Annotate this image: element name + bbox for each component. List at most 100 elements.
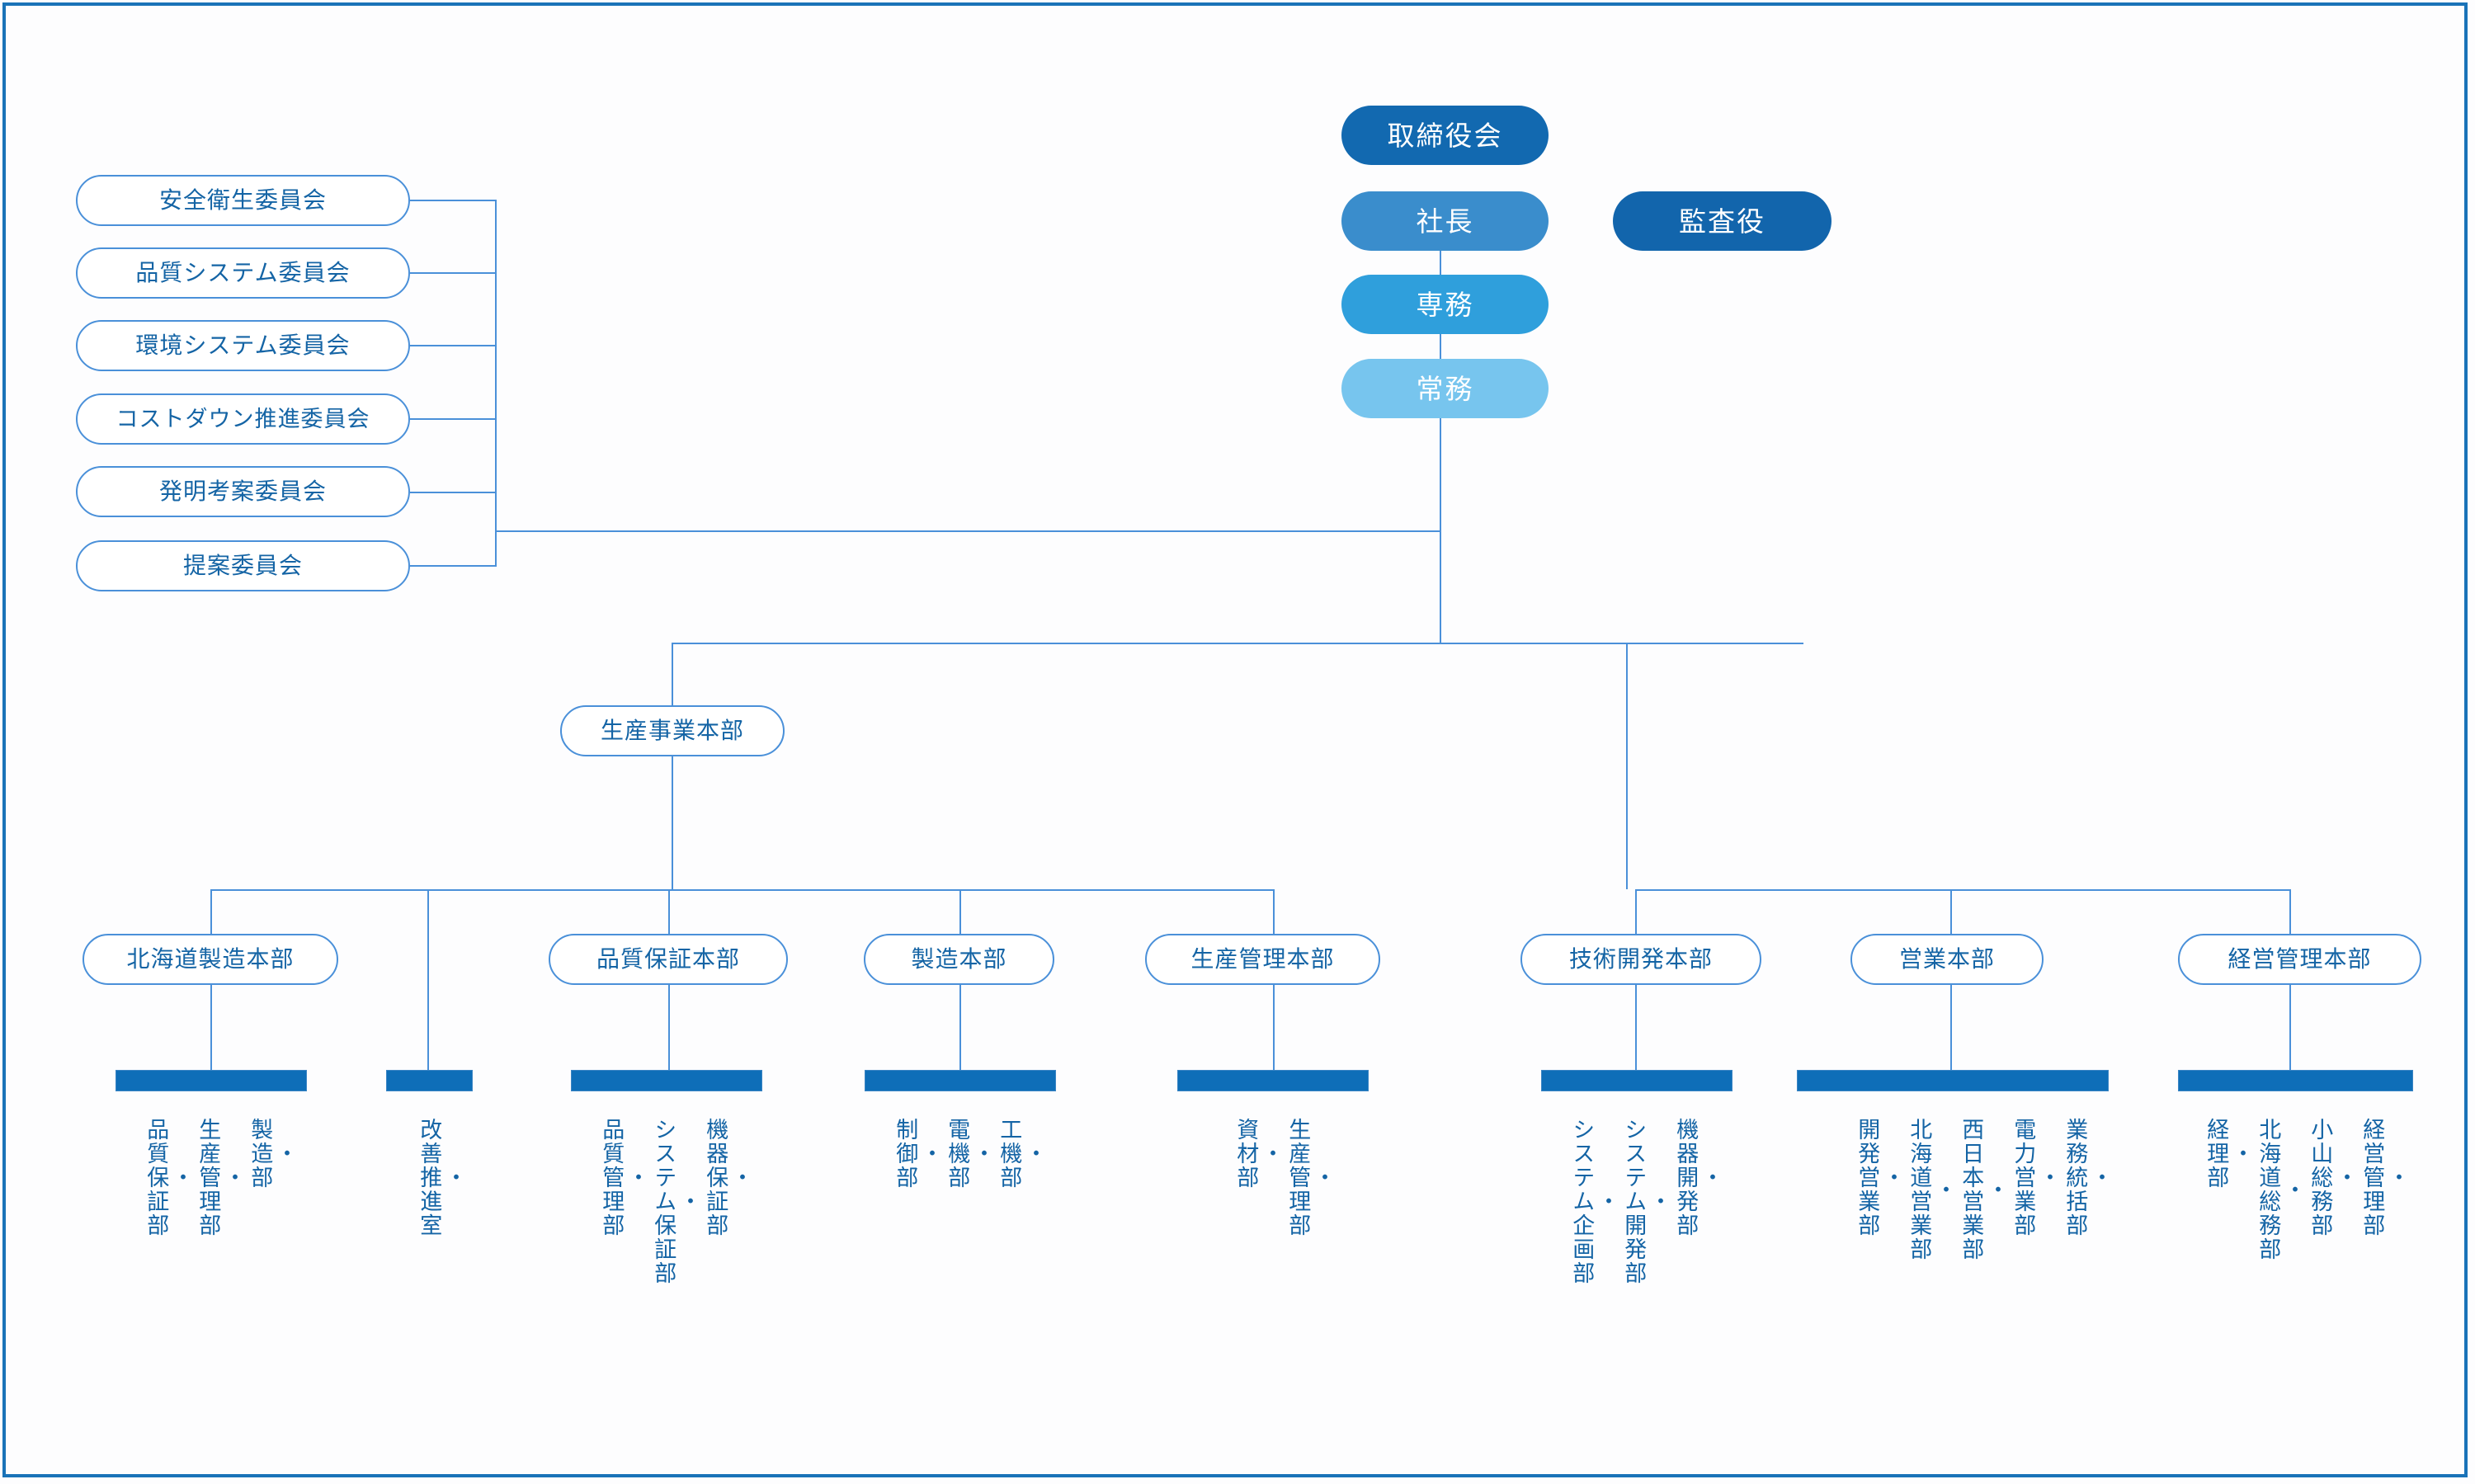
bullet-icon: ・ (2228, 1142, 2254, 1166)
dept-label-hokkaido-3[interactable]: ・品質保証部 (144, 1118, 193, 1237)
dept-text: 経営管理部 (2360, 1118, 2385, 1237)
dept-label-hokkaido-1[interactable]: ・製造部 (248, 1118, 297, 1190)
committee-box-suggestion[interactable]: 提案委員会 (76, 540, 410, 591)
connector-production-control-hq-down (1273, 985, 1275, 1070)
dept-text: 電機部 (945, 1118, 970, 1190)
node-board-of-directors-label: 取締役会 (1387, 120, 1503, 151)
bullet-icon: ・ (220, 1166, 246, 1190)
connector-bus-to-improvement-office (427, 889, 429, 1070)
bullet-icon: ・ (2280, 1177, 2306, 1202)
dept-label-manufacturing-3[interactable]: ・制御部 (893, 1118, 942, 1190)
dept-text: 開発営業部 (1855, 1118, 1880, 1237)
bullet-icon: ・ (676, 1190, 701, 1213)
dept-text: 業務統括部 (2062, 1118, 2088, 1237)
committee-label: コストダウン推進委員会 (116, 406, 370, 431)
node-senior-managing-director-label: 専務 (1416, 289, 1474, 320)
dept-label-improvement-office[interactable]: ・改善推進室 (417, 1118, 466, 1237)
division-label: 生産管理本部 (1190, 946, 1335, 972)
bullet-icon: ・ (272, 1142, 298, 1166)
dept-label-manufacturing-2[interactable]: ・電機部 (945, 1118, 994, 1190)
dept-text: 資材部 (1233, 1118, 1259, 1190)
bullet-icon: ・ (2087, 1166, 2113, 1190)
dept-label-corpmgmt-4[interactable]: ・経理部 (2204, 1118, 2253, 1190)
dept-label-hokkaido-2[interactable]: ・生産管理部 (196, 1118, 245, 1237)
bullet-icon: ・ (1983, 1177, 2009, 1202)
bullet-icon: ・ (728, 1166, 753, 1190)
dept-group-bar-manufacturing (865, 1070, 1056, 1091)
bullet-icon: ・ (969, 1142, 995, 1166)
division-box-manufacturing-hq[interactable]: 製造本部 (864, 934, 1054, 985)
dept-text: 小山総務部 (2308, 1118, 2333, 1237)
dept-label-quality-1[interactable]: ・機器保証部 (703, 1118, 752, 1237)
dept-text: 西日本営業部 (1959, 1118, 1984, 1261)
connector-left-division-bus (210, 889, 1273, 891)
division-box-corporate-management-hq[interactable]: 経営管理本部 (2178, 934, 2421, 985)
dept-label-production-control-1[interactable]: ・生産管理部 (1285, 1118, 1335, 1237)
dept-label-techdev-3[interactable]: ・システム企画部 (1569, 1118, 1619, 1285)
connector-production-hq-down (672, 756, 673, 889)
dept-label-sales-2[interactable]: ・電力営業部 (2011, 1118, 2060, 1237)
dept-text: 北海道総務部 (2256, 1118, 2281, 1261)
committee-label: 環境システム委員会 (135, 332, 351, 358)
dept-label-sales-3[interactable]: ・西日本営業部 (1959, 1118, 2008, 1261)
division-label: 経営管理本部 (2228, 946, 2372, 972)
bullet-icon: ・ (1931, 1177, 1957, 1202)
connector-bus-to-hokkaido-manufacturing-hq (210, 889, 212, 934)
division-label: 営業本部 (1898, 946, 1995, 972)
dept-text: 電力営業部 (2011, 1118, 2036, 1237)
committee-label: 安全衛生委員会 (158, 187, 327, 213)
dept-text: 品質管理部 (599, 1118, 625, 1237)
node-auditor[interactable]: 監査役 (1613, 191, 1832, 251)
committee-box-safety-hygiene[interactable]: 安全衛生委員会 (76, 175, 410, 226)
division-box-production-control-hq[interactable]: 生産管理本部 (1145, 934, 1380, 985)
division-label: 品質保証本部 (596, 946, 740, 972)
connector-bus-to-manufacturing-hq (959, 889, 961, 934)
connector-committee-stub-1 (410, 200, 497, 201)
node-president[interactable]: 社長 (1341, 191, 1549, 251)
dept-label-sales-4[interactable]: ・北海道営業部 (1907, 1118, 1956, 1261)
committee-box-invention-proposal[interactable]: 発明考案委員会 (76, 466, 410, 517)
dept-label-sales-1[interactable]: ・業務統括部 (2062, 1118, 2112, 1237)
division-box-sales-hq[interactable]: 営業本部 (1850, 934, 2044, 985)
bullet-icon: ・ (1021, 1142, 1047, 1166)
connector-committee-stub-6 (410, 565, 497, 567)
dept-label-techdev-1[interactable]: ・機器開発部 (1673, 1118, 1723, 1237)
connector-bus-to-corporate-management-hq (2289, 889, 2291, 934)
dept-label-manufacturing-1[interactable]: ・工機部 (997, 1118, 1046, 1190)
committee-box-environment-system[interactable]: 環境システム委員会 (76, 320, 410, 371)
committee-box-quality-system[interactable]: 品質システム委員会 (76, 247, 410, 299)
dept-label-quality-3[interactable]: ・品質管理部 (599, 1118, 648, 1237)
dept-text: 生産管理部 (1285, 1118, 1311, 1237)
bullet-icon: ・ (1646, 1190, 1671, 1213)
bullet-icon: ・ (1258, 1142, 1284, 1166)
dept-label-quality-2[interactable]: ・システム保証部 (651, 1118, 700, 1285)
node-production-business-hq-label: 生産事業本部 (600, 718, 744, 743)
dept-label-corpmgmt-1[interactable]: ・経営管理部 (2360, 1118, 2409, 1237)
node-production-business-hq[interactable]: 生産事業本部 (560, 705, 785, 756)
dept-label-corpmgmt-3[interactable]: ・北海道総務部 (2256, 1118, 2305, 1261)
bullet-icon: ・ (1879, 1166, 1905, 1190)
bullet-icon: ・ (2035, 1166, 2061, 1190)
node-president-label: 社長 (1416, 205, 1474, 237)
division-box-quality-assurance-hq[interactable]: 品質保証本部 (549, 934, 788, 985)
connector-manufacturing-hq-down (959, 985, 961, 1070)
bullet-icon: ・ (441, 1166, 467, 1190)
dept-text: 改善推進室 (417, 1118, 442, 1237)
dept-label-corpmgmt-2[interactable]: ・小山総務部 (2308, 1118, 2357, 1237)
node-senior-managing-director[interactable]: 専務 (1341, 275, 1549, 334)
division-box-technology-development-hq[interactable]: 技術開発本部 (1520, 934, 1761, 985)
dept-label-production-control-2[interactable]: ・資材部 (1233, 1118, 1283, 1190)
division-label: 製造本部 (911, 946, 1007, 972)
dept-label-techdev-2[interactable]: ・システム開発部 (1621, 1118, 1671, 1285)
division-box-hokkaido-manufacturing-hq[interactable]: 北海道製造本部 (82, 934, 338, 985)
dept-group-bar-production-control (1177, 1070, 1369, 1091)
dept-group-bar-hokkaido-manufacturing (116, 1070, 307, 1091)
dept-label-sales-5[interactable]: ・開発営業部 (1855, 1118, 1904, 1237)
node-auditor-label: 監査役 (1679, 205, 1766, 237)
node-managing-director[interactable]: 常務 (1341, 359, 1549, 418)
dept-text: 生産管理部 (196, 1118, 221, 1237)
committee-box-cost-down[interactable]: コストダウン推進委員会 (76, 393, 410, 445)
connector-committee-bus (495, 200, 497, 567)
dept-text: 制御部 (893, 1118, 918, 1190)
node-board-of-directors[interactable]: 取締役会 (1341, 106, 1549, 165)
